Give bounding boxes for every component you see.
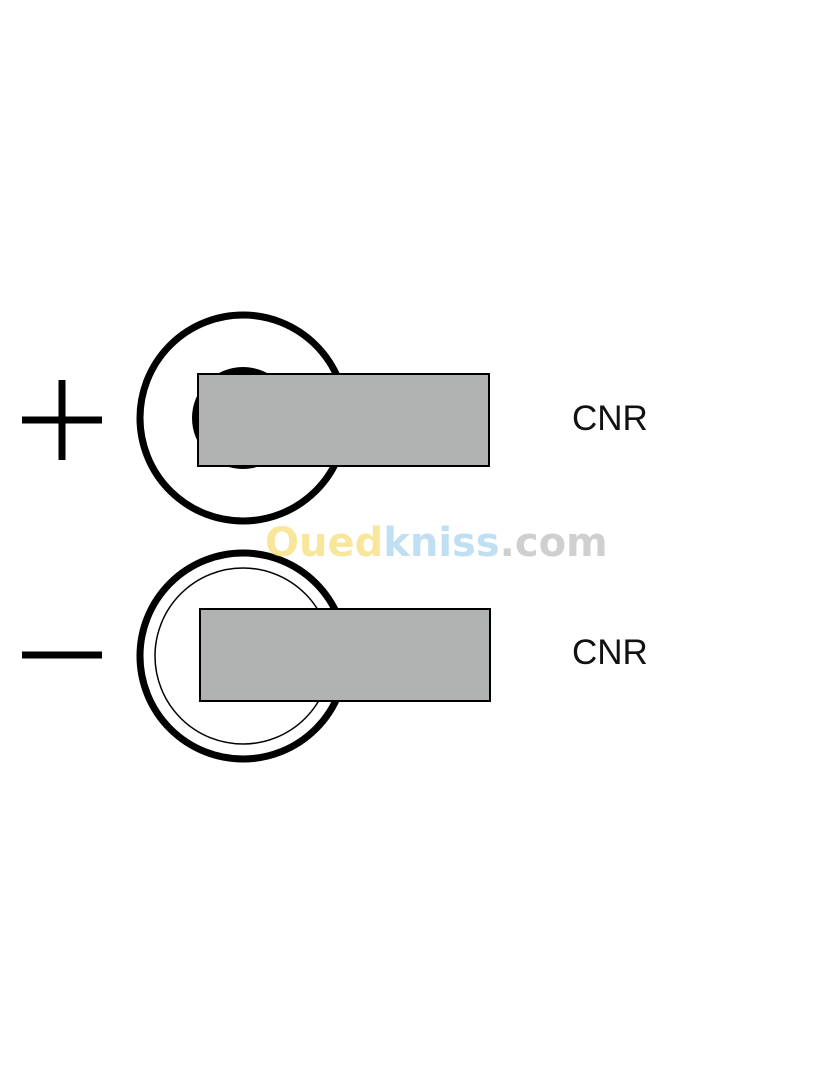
watermark-logo: Ouedkniss.com (265, 520, 608, 566)
plus-icon (22, 380, 102, 460)
positive-tab (197, 373, 490, 467)
negative-tab-label: CNR (572, 633, 648, 672)
positive-tab-label: CNR (572, 399, 648, 438)
negative-terminal: CNR (22, 549, 648, 763)
positive-terminal: CNR (22, 311, 648, 525)
negative-tab (199, 608, 491, 702)
